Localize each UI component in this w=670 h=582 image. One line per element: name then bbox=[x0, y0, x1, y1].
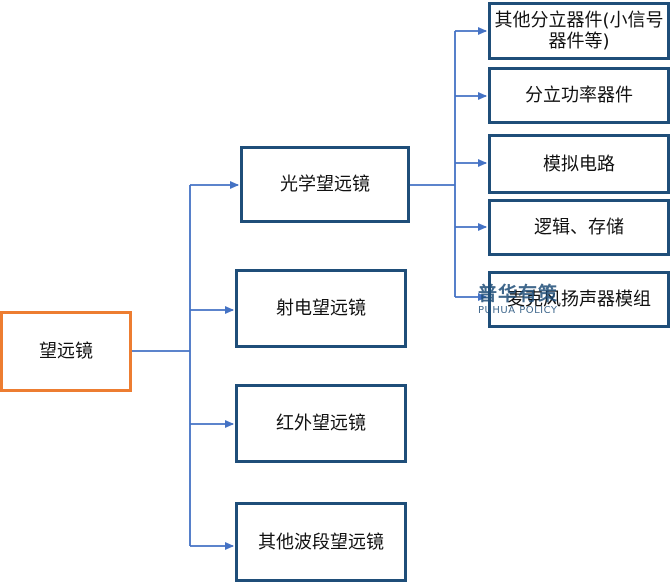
node-other-band-telescope: 其他波段望远镜 bbox=[235, 502, 407, 582]
node-optical-telescope: 光学望远镜 bbox=[240, 146, 410, 223]
node-other-discrete-devices-label: 其他分立器件(小信号器件等) bbox=[494, 10, 664, 52]
node-analog-circuits-label: 模拟电路 bbox=[543, 153, 615, 175]
root-node: 望远镜 bbox=[0, 311, 132, 392]
node-other-band-telescope-label: 其他波段望远镜 bbox=[258, 531, 384, 553]
node-logic-storage-label: 逻辑、存储 bbox=[534, 217, 624, 238]
node-other-discrete-devices: 其他分立器件(小信号器件等) bbox=[488, 2, 670, 60]
node-discrete-power-devices: 分立功率器件 bbox=[488, 67, 670, 124]
node-mic-speaker-module-label: 麦克风扬声器模组 bbox=[507, 289, 651, 310]
node-mic-speaker-module: 麦克风扬声器模组 bbox=[488, 271, 670, 328]
node-optical-telescope-label: 光学望远镜 bbox=[280, 174, 370, 195]
node-infrared-telescope-label: 红外望远镜 bbox=[276, 413, 366, 434]
node-analog-circuits: 模拟电路 bbox=[488, 134, 670, 194]
root-node-label: 望远镜 bbox=[39, 341, 93, 362]
node-radio-telescope-label: 射电望远镜 bbox=[276, 298, 366, 319]
node-infrared-telescope: 红外望远镜 bbox=[235, 384, 407, 463]
node-radio-telescope: 射电望远镜 bbox=[235, 269, 407, 348]
node-discrete-power-devices-label: 分立功率器件 bbox=[525, 85, 633, 106]
node-logic-storage: 逻辑、存储 bbox=[488, 199, 670, 256]
